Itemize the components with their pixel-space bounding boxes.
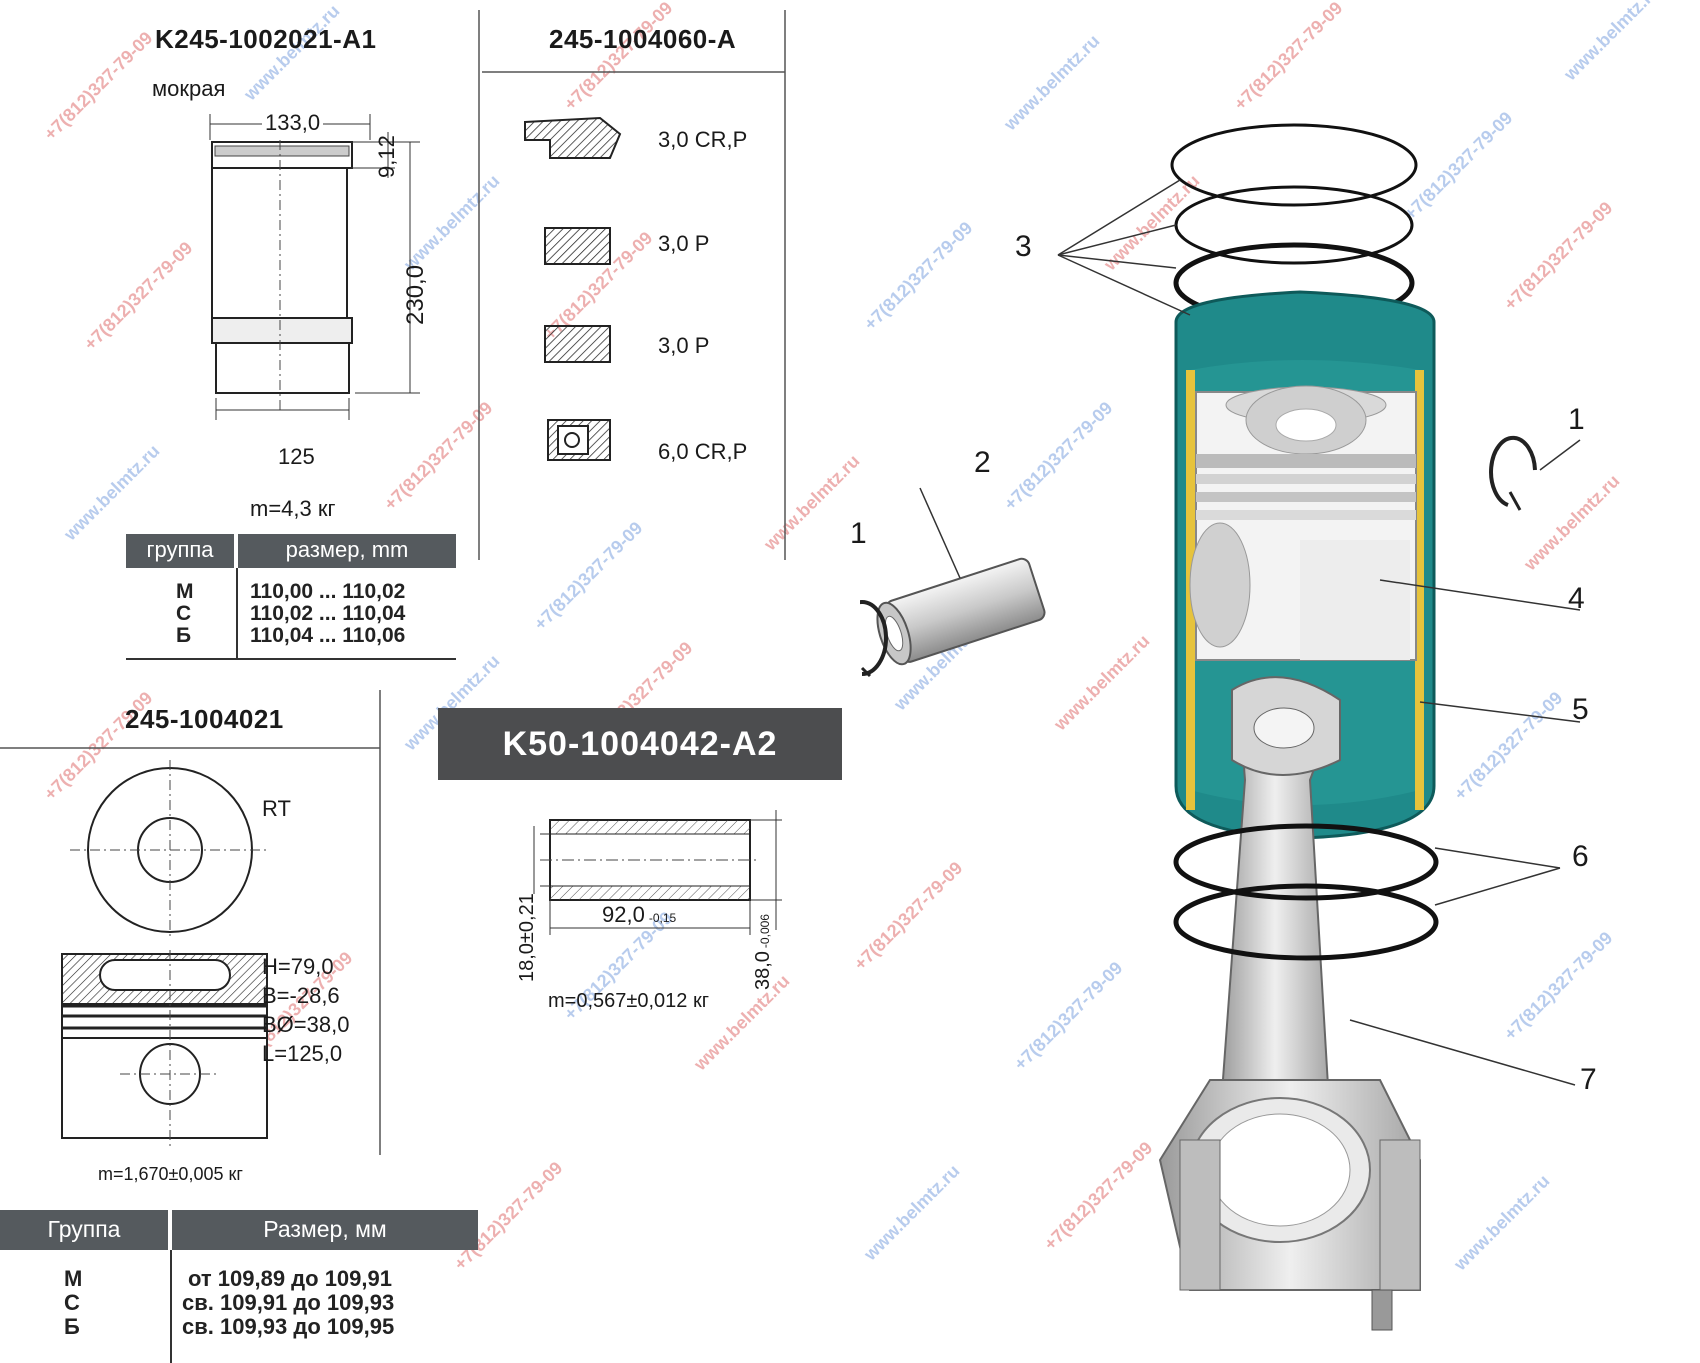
piston-assembly-illustration [860,123,1581,1331]
pin-dim-length-tolerance: -0,15 [648,911,677,925]
callout-number-sealing-rings: 6 [1572,840,1589,873]
table-header-size: Размер, мм [172,1210,478,1250]
ring-label: 3,0 P [658,333,710,358]
ring-profile-drawings [524,116,622,461]
pin-dim-outer: 38,0 -0,006 [752,914,775,990]
piston-param-length: L=125,0 [262,1041,343,1066]
table-header-size: размер, mm [238,534,456,568]
liner-size-table: группа размер, mm М С Б 110,00 ... 110,0… [126,534,456,660]
callout-number-circlip-left: 1 [850,517,867,550]
liner-dim-height: 230,0 [402,264,429,325]
pin-dim-inner: 18,0±0,21 [516,893,538,982]
pin-dim-outer-tolerance: -0,006 [758,914,772,949]
liner-drawing [209,114,420,420]
table-row: от 109,89 до 109,91 [188,1266,392,1291]
piston-title: 245-1004021 [125,704,284,734]
callout-number-piston-pin: 2 [974,446,991,479]
table-row: М [64,1266,83,1291]
table-row: С [64,1290,80,1315]
liner-dim-side-small: 9,12 [374,135,399,178]
piston-param-b: B=-28,6 [262,983,340,1008]
piston-params: H=79,0 B=-28,6 BØ=38,0 L=125,0 [262,952,349,1068]
table-row: 110,04 ... 110,06 [250,624,406,647]
liner-dim-bottom: 125 [275,444,318,470]
piston-mark: RT [262,796,291,821]
liner-subtitle: мокрая [152,76,226,101]
pin-dim-length: 92,0-0,15 [602,902,676,928]
table-row: М [176,580,194,603]
pin-title-badge: K50-1004042-A2 [438,708,842,780]
table-row: Б [64,1314,80,1339]
piston-param-height: H=79,0 [262,954,334,979]
table-row: 110,02 ... 110,04 [250,602,406,625]
table-row: 110,00 ... 110,02 [250,580,406,603]
ring-label: 3,0 CR,P [658,127,748,152]
rings-title: 245-1004060-A [549,24,737,54]
callout-number-piston-rings: 3 [1015,230,1032,263]
piston-mass: m=1,670±0,005 кг [98,1164,243,1184]
pin-drawing [533,810,782,935]
piston-size-table: Группа Размер, мм М С Б от 109,89 до 109… [0,1210,478,1363]
table-header-group: группа [126,534,234,568]
table-header-group: Группа [0,1210,168,1250]
liner-mass: m=4,3 кг [250,496,336,521]
ring-label: 3,0 P [658,231,710,256]
callout-number-cylinder-liner: 5 [1572,693,1589,726]
callout-number-piston: 4 [1568,582,1585,615]
piston-param-pin-bore: BØ=38,0 [262,1012,350,1037]
table-row: Б [176,624,192,647]
pin-dim-outer-value: 38,0 [752,951,774,990]
callout-number-connecting-rod: 7 [1580,1063,1597,1096]
table-row: С [176,602,192,625]
ring-label: 6,0 CR,P [658,439,748,464]
piston-drawing [61,760,270,1150]
table-row: св. 109,91 до 109,93 [182,1290,395,1315]
table-row: св. 109,93 до 109,95 [182,1314,395,1339]
pin-mass: m=0,567±0,012 кг [548,990,710,1012]
liner-title: K245-1002021-A1 [155,24,377,54]
pin-dim-length-value: 92,0 [602,902,645,927]
liner-dim-top: 133,0 [262,110,324,136]
callout-number-circlip-right: 1 [1568,403,1585,436]
